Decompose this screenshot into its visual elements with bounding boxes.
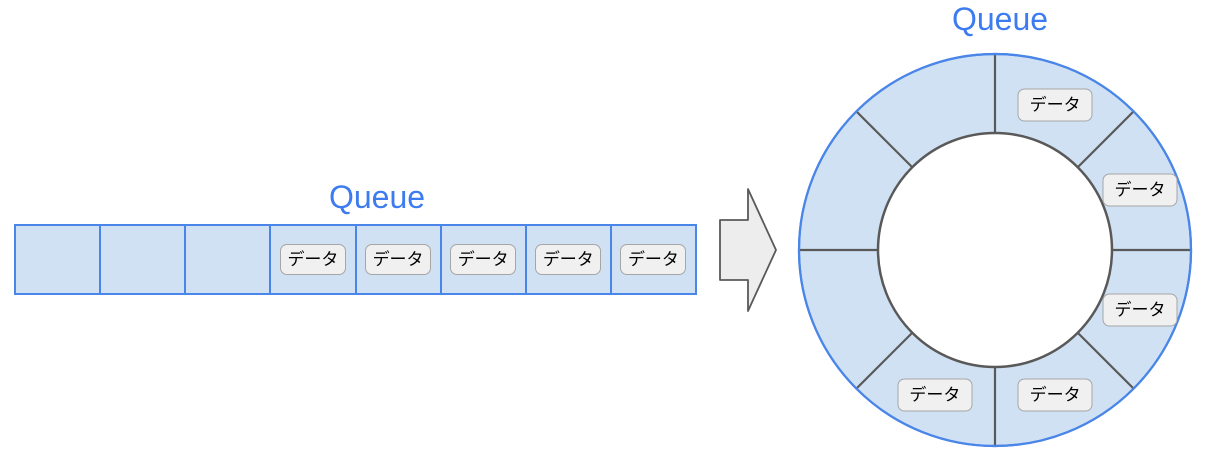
data-item: データ: [279, 244, 346, 275]
data-item: データ: [1017, 378, 1093, 412]
data-item: データ: [1017, 88, 1093, 122]
data-item: データ: [1102, 293, 1178, 327]
linear-queue-cell-3: データ: [269, 226, 354, 293]
linear-queue-cell-2: [184, 226, 269, 293]
data-item: データ: [535, 244, 602, 275]
linear-queue-title: Queue: [328, 179, 426, 215]
circular-queue-title: Queue: [951, 1, 1049, 37]
linear-queue-cell-4: データ: [354, 226, 440, 293]
linear-queue-cell-5: データ: [439, 226, 525, 293]
data-item: データ: [450, 244, 517, 275]
linear-queue: データデータデータデータデータ: [14, 224, 697, 295]
linear-queue-cell-6: データ: [524, 226, 610, 293]
linear-queue-cell-1: [99, 226, 184, 293]
data-item: データ: [1102, 173, 1178, 207]
data-item: データ: [897, 378, 973, 412]
data-item: データ: [620, 244, 687, 275]
linear-queue-cell-7: データ: [609, 226, 695, 293]
data-item: データ: [365, 244, 432, 275]
